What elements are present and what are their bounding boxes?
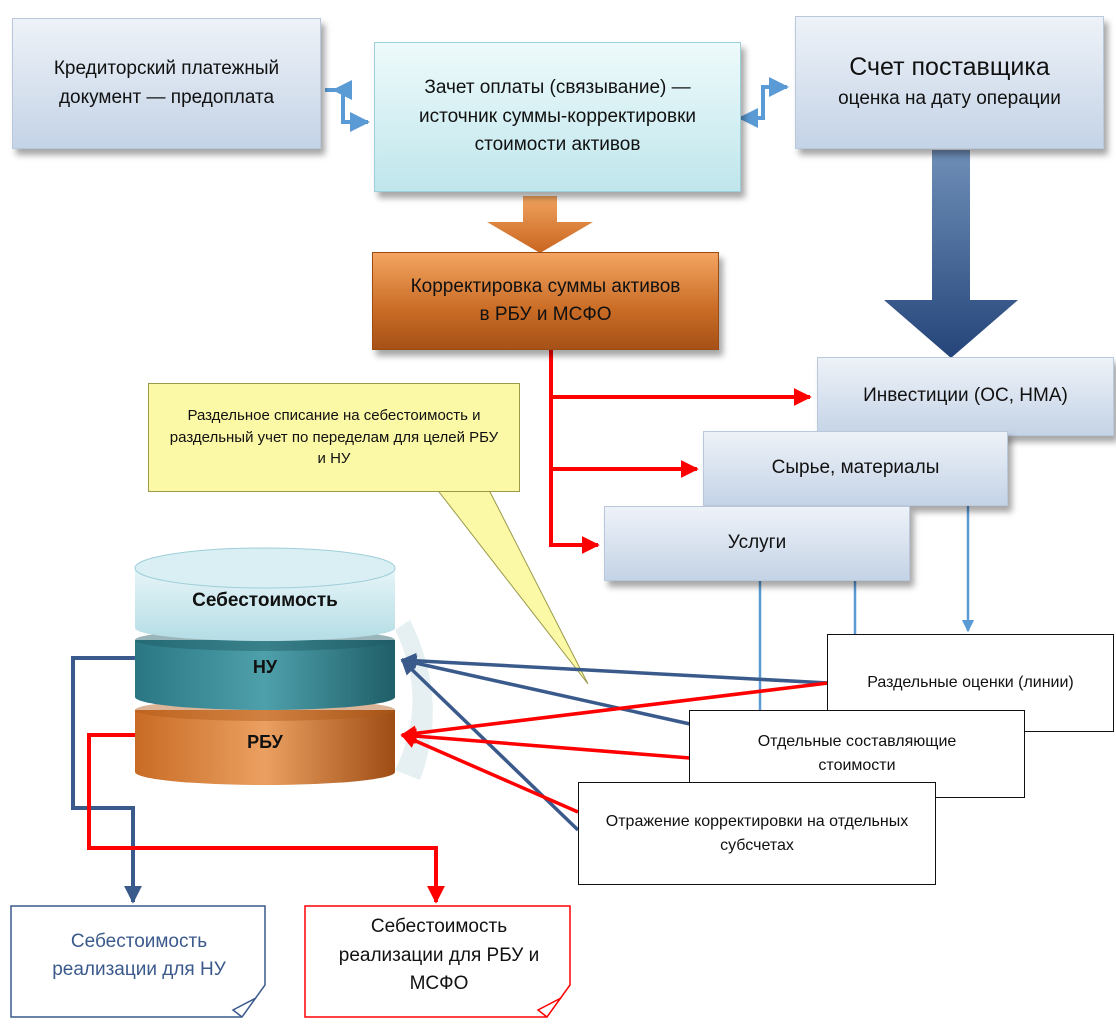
investments-label: Инвестиции (ОС, НМА) [863, 385, 1068, 407]
payment-offset-label: Зачет оплаты (связывание) — источник сум… [418, 77, 697, 156]
callout-pointer [434, 487, 589, 685]
bidirectional-connector-right [738, 77, 789, 128]
orange-block-arrow [487, 196, 593, 253]
creditor-document-label: Кредиторский платежный документ — предоп… [53, 58, 280, 108]
tax-output-document [10, 905, 266, 1018]
adjustment-box: Корректировка суммы активов в РБУ и МСФО [372, 252, 719, 350]
tax-layer-label: НУ [252, 657, 278, 677]
cost-label: Себестоимость [192, 590, 338, 611]
tax-output-label: Себестоимость реализации для НУ [52, 930, 226, 981]
investments-box: Инвестиции (ОС, НМА) [817, 357, 1114, 436]
red-distribution-connector [549, 350, 812, 554]
tax-doc-fold [231, 997, 257, 1018]
ras-output-connector [87, 733, 445, 904]
services-box: Услуги [604, 506, 910, 581]
navy-block-arrow [884, 150, 1018, 358]
subaccounts-box: Отражение корректировки на отдельных суб… [578, 782, 936, 885]
tax-output-text: Себестоимость реализации для НУ [24, 906, 254, 1006]
separate-valuations-label: Раздельные оценки (линии) [867, 674, 1074, 691]
tax-output-connector [71, 656, 142, 904]
adjustment-label: Корректировка суммы активов в РБУ и МСФО [410, 275, 681, 326]
materials-label: Сырье, материалы [771, 457, 940, 479]
supplier-invoice-subtitle: оценка на дату операции [838, 88, 1061, 110]
creditor-document-box: Кредиторский платежный документ — предоп… [12, 18, 321, 149]
services-label: Услуги [727, 532, 787, 554]
payment-offset-box: Зачет оплаты (связывание) — источник сум… [374, 42, 741, 192]
ras-doc-fold [536, 997, 562, 1018]
ras-output-label: Себестоимость реализации для РБУ и МСФО [338, 916, 540, 995]
ras-output-text: Себестоимость реализации для РБУ и МСФО [318, 906, 560, 1006]
callout-note: Раздельное списание на себестоимость и р… [148, 383, 520, 492]
ras-layer-label: РБУ [247, 732, 283, 752]
supplier-invoice-box: Счет поставщика оценка на дату операции [795, 16, 1104, 149]
callout-text: Раздельное списание на себестоимость и р… [169, 406, 499, 468]
cost-components-label: Отдельные составляющие стоимости [757, 733, 957, 774]
supplier-invoice-title: Счет поставщика [849, 53, 1050, 82]
method-to-cost-arrows [400, 652, 829, 832]
ras-output-document [304, 905, 571, 1018]
materials-box: Сырье, материалы [703, 431, 1008, 506]
bidirectional-connector-left [325, 80, 370, 132]
subaccounts-label: Отражение корректировки на отдельных суб… [605, 812, 909, 854]
